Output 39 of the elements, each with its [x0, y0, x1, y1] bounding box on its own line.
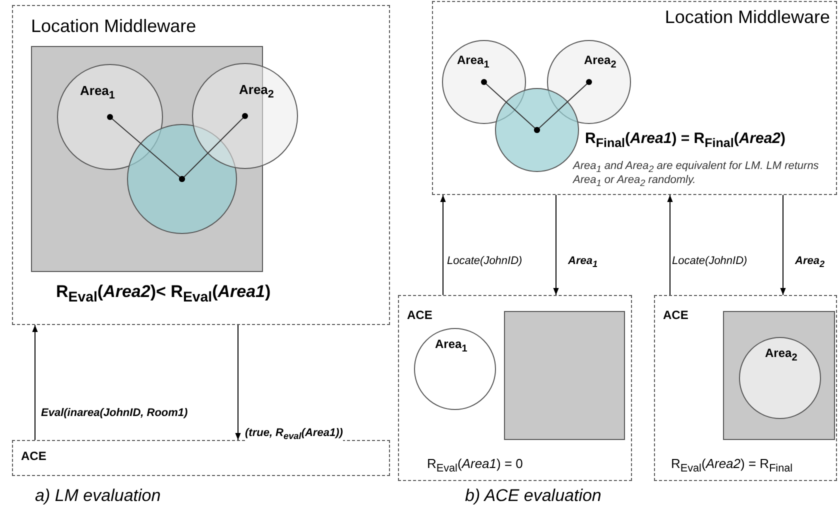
note: Area$_{1}$ and Area$_{2}$ are equivalent for LM. LM returns Area$_{1}$ or Area$_{2}$ randomly. [573, 160, 820, 188]
edge-label: Eval(inarea(JohnID, Room1) [41, 407, 188, 419]
formula: R$_{Eval}$(Area2) = R$_{Final}$ [671, 456, 793, 475]
ace-panel [12, 440, 390, 476]
edge-label: Area$_{2}$ [795, 255, 825, 270]
figure-caption: b) ACE evaluation [465, 486, 602, 506]
area-label: Area$_{2}$ [765, 346, 798, 364]
title: Location Middleware [664, 7, 830, 28]
middleware-panel [12, 5, 390, 325]
ace-panel [654, 295, 837, 481]
ace-panel [398, 295, 632, 481]
area-label: Area$_{2}$ [239, 82, 274, 101]
distance-line [179, 113, 248, 182]
edge-label: (true, R$_{eval}$(Area1)) [245, 427, 343, 442]
area-label: Area$_{1}$ [457, 53, 490, 70]
distance-line [534, 79, 592, 133]
arrow [32, 324, 38, 440]
arrow [667, 194, 673, 296]
arrow [553, 194, 559, 296]
arrow [780, 194, 786, 296]
formula: R$_{Final}$(Area1) = R$_{Final}$(Area2) [585, 130, 786, 150]
formula: R$_{Eval}$(Area2)< R$_{Eval}$(Area1) [56, 282, 271, 306]
title: Location Middleware [31, 16, 196, 37]
ace-label: ACE [663, 308, 688, 322]
area-label: Area$_{1}$ [80, 83, 115, 102]
room-square [504, 311, 625, 440]
arrow [235, 324, 241, 440]
middleware-panel [432, 1, 837, 195]
figure-caption: a) LM evaluation [35, 486, 161, 506]
edge-label: Locate(JohnID) [672, 255, 748, 267]
ace-label: ACE [21, 449, 46, 463]
arrow [440, 194, 446, 296]
ace-label: ACE [407, 308, 432, 322]
area-label: Area$_{2}$ [584, 53, 616, 70]
area-label: Area$_{1}$ [435, 337, 468, 354]
room-square [723, 311, 835, 440]
edge-label: Area$_{1}$ [568, 255, 598, 270]
edge-label: Locate(JohnID) [447, 255, 522, 267]
formula: R$_{Eval}$(Area1) = 0 [427, 456, 523, 475]
